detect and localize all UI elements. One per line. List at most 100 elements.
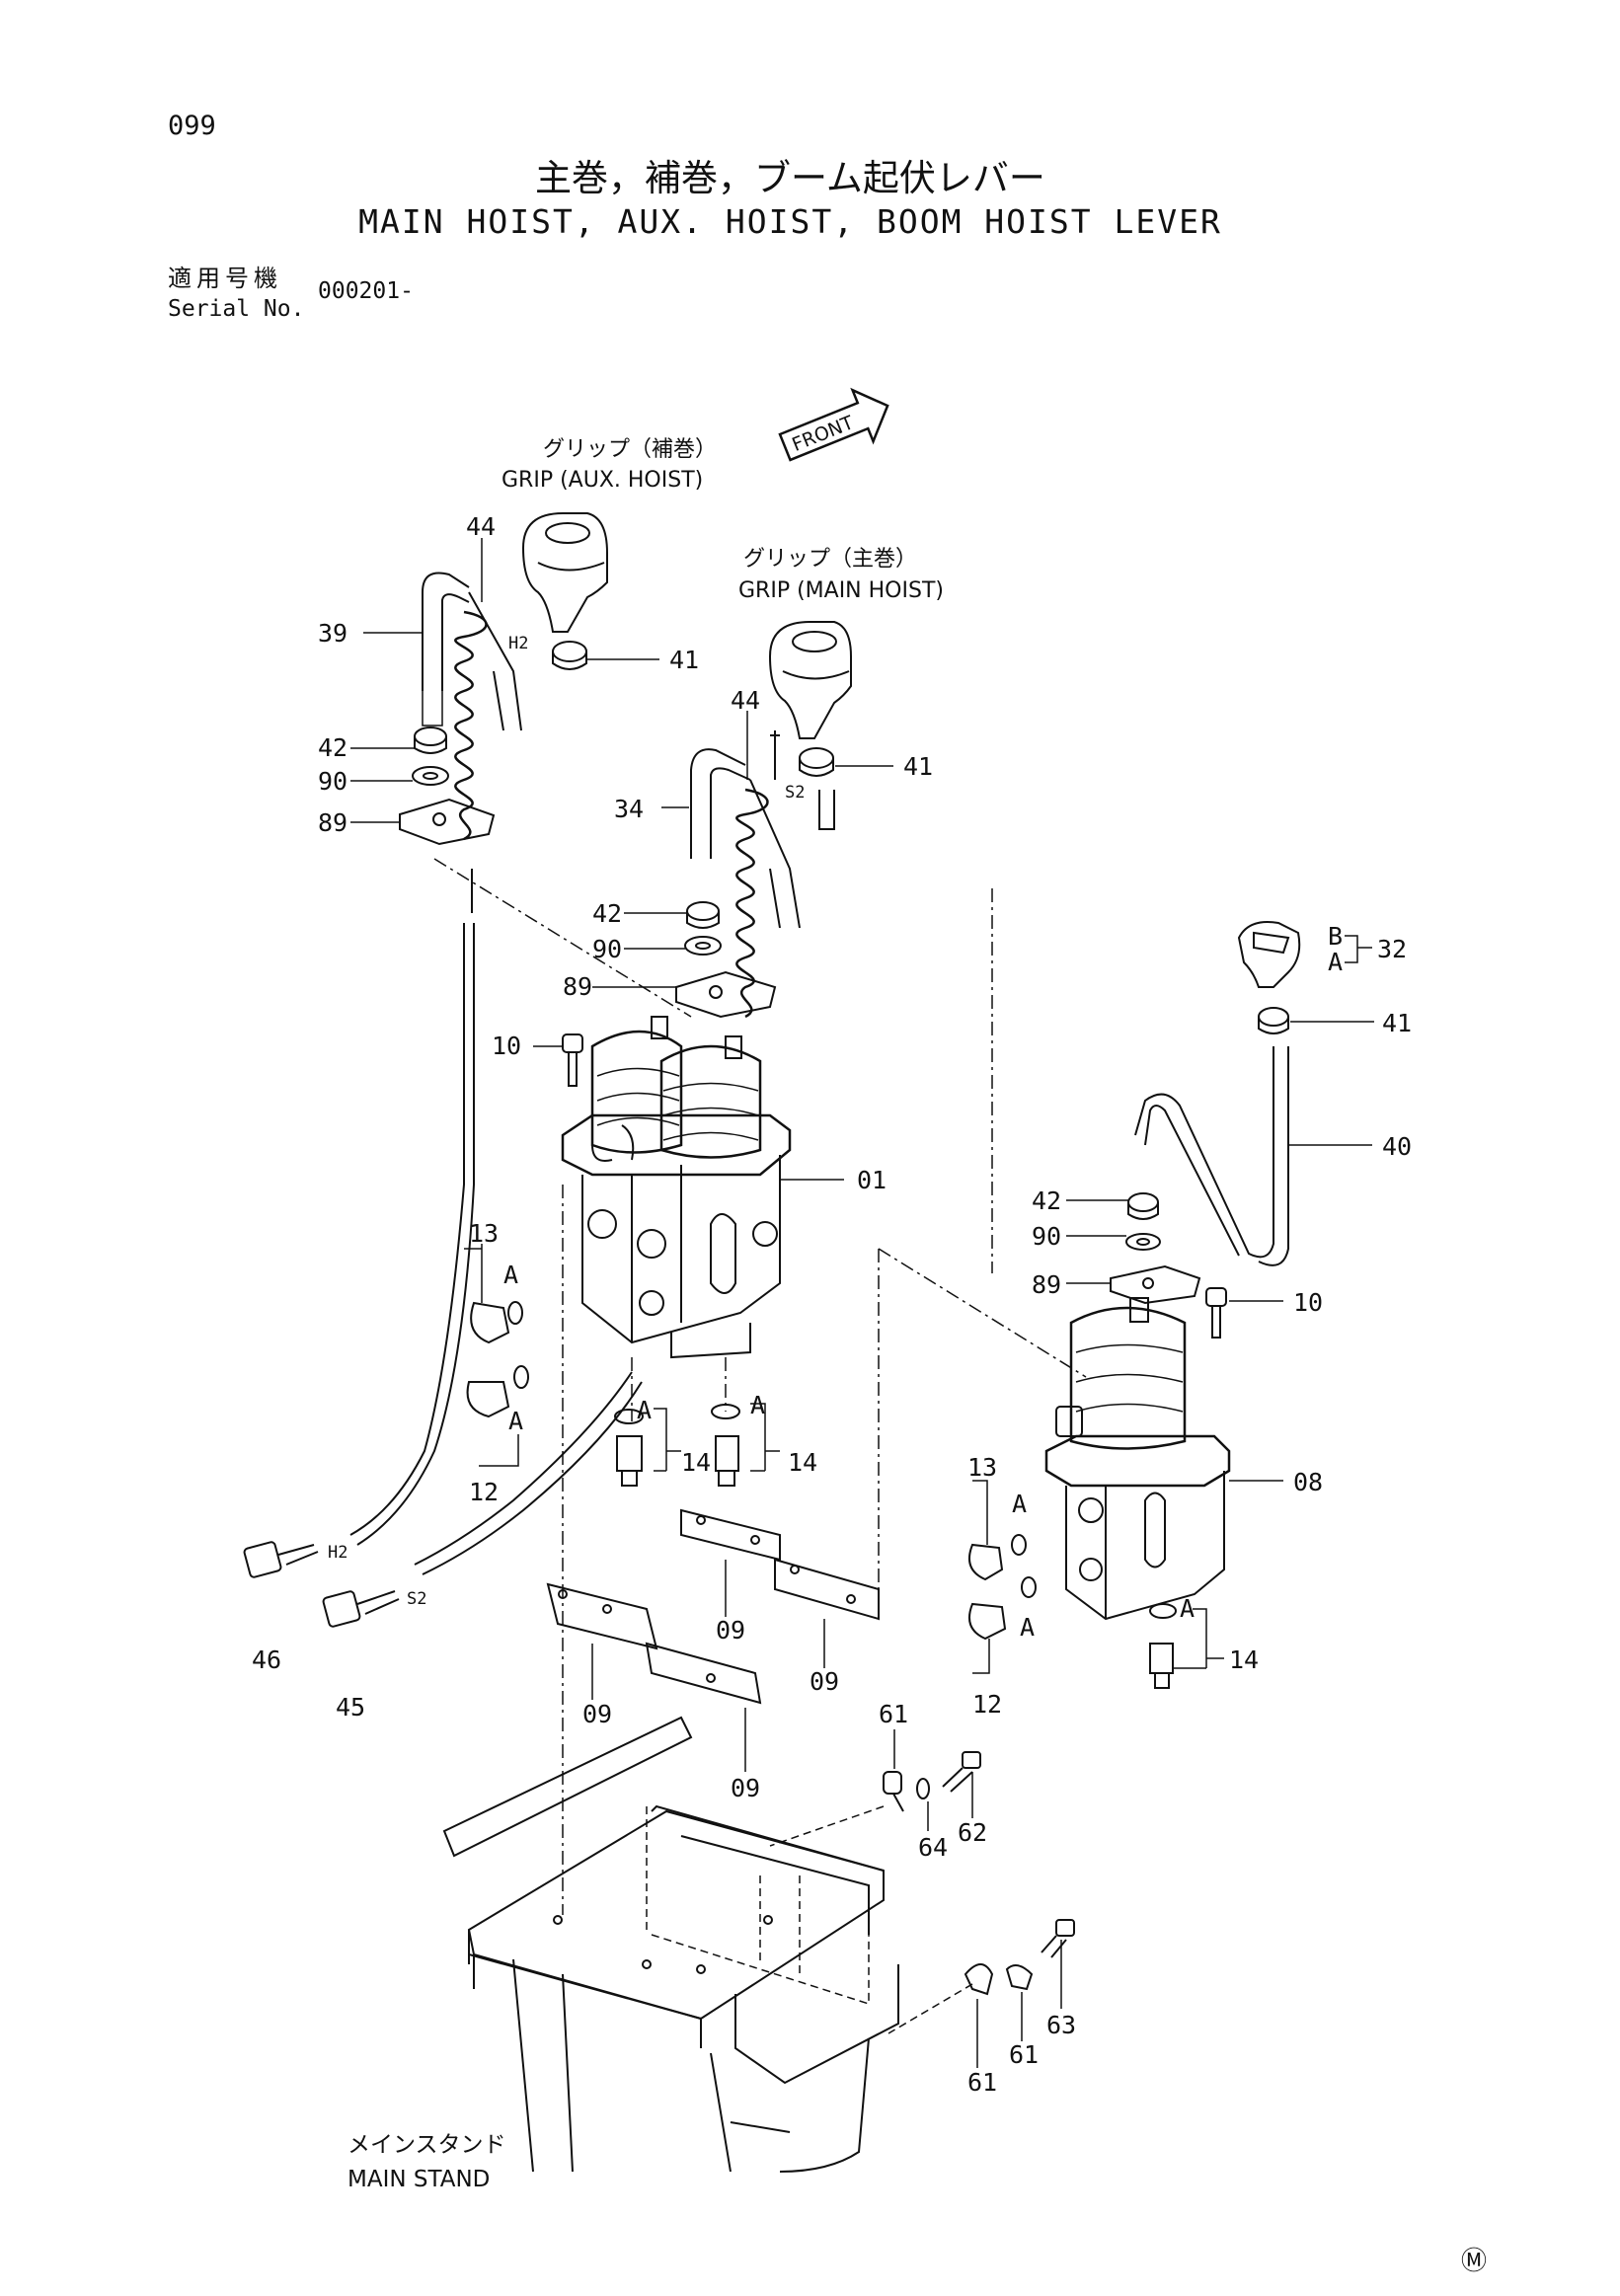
callout-s2b: S2 <box>407 1589 426 1609</box>
callout-63: 63 <box>1046 2011 1076 2039</box>
callout-a4: A <box>750 1391 765 1419</box>
grip-knob-boom <box>1237 921 1301 988</box>
page-title-english: MAIN HOIST, AUX. HOIST, BOOM HOIST LEVER <box>358 202 1222 241</box>
serial-label-japanese: 適用号機 <box>168 265 282 292</box>
plate-89-boom <box>1110 1264 1201 1305</box>
callout-a6: A <box>1020 1613 1035 1642</box>
shim-plate-09d <box>774 1558 880 1621</box>
callout-a7: A <box>1180 1594 1195 1623</box>
grip-main-hoist-label-jp: グリップ（主巻） <box>743 547 917 572</box>
nut-41-main <box>799 747 834 777</box>
callout-42c: 42 <box>1032 1186 1061 1215</box>
coiled-cord-main <box>735 730 780 1019</box>
coiled-cord-aux <box>454 610 488 913</box>
callout-46: 46 <box>252 1645 281 1674</box>
shim-plate-09b <box>645 1642 762 1705</box>
plate-89-main <box>675 970 777 1019</box>
callout-62: 62 <box>958 1818 987 1847</box>
callout-09d: 09 <box>810 1667 839 1696</box>
elbow-fitting-13 <box>470 1301 523 1344</box>
front-arrow-label: FRONT <box>789 412 857 456</box>
callout-39: 39 <box>318 619 347 648</box>
callout-61c: 61 <box>1009 2040 1039 2069</box>
callout-14a: 14 <box>681 1448 711 1477</box>
callout-09a: 09 <box>582 1700 612 1728</box>
lever-tube-34 <box>690 748 835 929</box>
nut-42-main <box>686 901 720 929</box>
callout-a-grip: A <box>1328 948 1343 976</box>
front-direction-arrow: FRONT <box>778 387 889 462</box>
bolt-63 <box>1041 1919 1075 1958</box>
callout-09b: 09 <box>731 1774 760 1802</box>
elbow-fitting-13-boom <box>968 1534 1027 1581</box>
callout-41a: 41 <box>669 646 699 674</box>
callout-14b: 14 <box>788 1448 817 1477</box>
callout-12b: 12 <box>972 1690 1002 1719</box>
callout-09c: 09 <box>716 1616 745 1645</box>
grip-knob-aux <box>521 512 608 633</box>
callout-89b: 89 <box>563 972 592 1001</box>
callout-10b: 10 <box>1293 1288 1323 1317</box>
serial-label-english: Serial No. <box>168 296 305 322</box>
callout-a1: A <box>503 1261 518 1289</box>
page-title-japanese: 主巻，補巻，ブーム起伏レバー <box>535 157 1045 199</box>
bolt-10-boom <box>1205 1287 1227 1339</box>
bolt-10-main <box>562 1033 583 1087</box>
callout-44a: 44 <box>466 512 496 541</box>
connector-14b <box>711 1404 740 1487</box>
callout-34: 34 <box>614 795 644 823</box>
callout-64: 64 <box>918 1833 948 1862</box>
nut-41-boom <box>1258 1007 1289 1034</box>
page-number: 099 <box>168 111 216 141</box>
stand-dash-outline <box>646 1806 870 2006</box>
connector-45 <box>322 1590 400 1628</box>
callout-90a: 90 <box>318 767 347 796</box>
callout-13a: 13 <box>469 1219 499 1248</box>
callout-h2b: H2 <box>328 1543 347 1563</box>
nut-41-aux <box>552 641 587 670</box>
callout-a2: A <box>508 1407 523 1435</box>
clamp-61c <box>1005 1964 1034 1991</box>
callout-61b: 61 <box>967 2068 997 2097</box>
callout-89c: 89 <box>1032 1270 1061 1299</box>
grip-aux-hoist-label-jp: グリップ（補巻） <box>543 437 717 462</box>
callout-stems <box>591 1560 1062 2068</box>
washer-90-main <box>684 936 722 956</box>
washer-64 <box>916 1778 930 1799</box>
connector-14-boom <box>1149 1603 1177 1689</box>
clamp-61a <box>883 1771 904 1812</box>
bolt-62 <box>942 1751 981 1793</box>
callout-12a: 12 <box>469 1478 499 1506</box>
grip-aux-hoist-label-en: GRIP (AUX. HOIST) <box>501 468 703 493</box>
connector-14a <box>614 1409 644 1487</box>
main-stand-label-jp: メインスタンド <box>347 2132 506 2158</box>
callout-90b: 90 <box>592 935 622 963</box>
callout-42b: 42 <box>592 899 622 928</box>
elbow-fitting-12-boom <box>968 1576 1037 1641</box>
callout-40: 40 <box>1382 1132 1412 1161</box>
callout-h2a: H2 <box>508 634 528 653</box>
callout-90c: 90 <box>1032 1222 1061 1251</box>
callout-01: 01 <box>857 1166 887 1194</box>
callout-b: B <box>1328 922 1343 951</box>
connector-46 <box>243 1541 319 1578</box>
control-valve-01 <box>561 1016 792 1359</box>
grip-main-hoist-label-en: GRIP (MAIN HOIST) <box>738 578 944 603</box>
callout-a3: A <box>637 1396 652 1424</box>
assembly-leader-lines <box>433 858 1087 1915</box>
callout-45: 45 <box>336 1693 365 1722</box>
main-stand-frame <box>442 1716 899 2173</box>
lever-tube-40 <box>1134 1046 1289 1266</box>
callout-08: 08 <box>1293 1468 1323 1496</box>
callout-32: 32 <box>1377 935 1407 963</box>
grip-knob-main <box>768 621 852 739</box>
shim-plate-09a <box>546 1582 658 1650</box>
callout-41b: 41 <box>903 752 933 781</box>
callout-numbers: 44 39 41 42 90 89 H2 44 41 S2 34 42 90 8… <box>252 512 1412 2097</box>
callout-leader-lines <box>350 538 1374 1674</box>
callout-61a: 61 <box>879 1700 908 1728</box>
clamp-61b <box>964 1963 994 1996</box>
m-mark-symbol: Ⓜ <box>1461 2247 1488 2276</box>
callout-89a: 89 <box>318 808 347 837</box>
